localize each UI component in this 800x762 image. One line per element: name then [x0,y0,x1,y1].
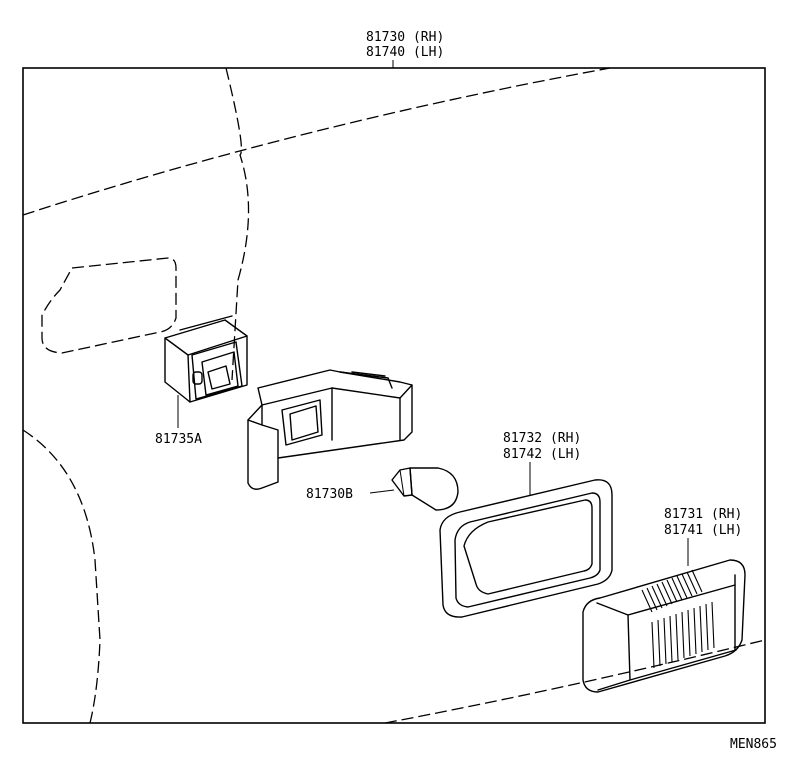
diagram-frame [22,67,766,724]
bulb-label: 81730B [306,487,353,502]
vehicle-body-outline [22,67,766,724]
assembly-label-rh: 81730 (RH) [366,30,444,45]
lens-label-rh: 81731 (RH) [664,507,742,522]
lens-part [582,559,746,693]
diagram-code: MEN865 [730,737,777,752]
lens-hatching [641,569,715,669]
assembly-label-lh: 81740 (LH) [366,45,444,60]
bulb-part [369,467,459,511]
gasket-part [439,479,613,618]
gasket-label-rh: 81732 (RH) [503,431,581,446]
bracket-part [247,369,413,490]
socket-part [164,315,248,428]
gasket-label-lh: 81742 (LH) [503,447,581,462]
socket-label: 81735A [155,432,202,447]
lens-label-lh: 81741 (LH) [664,523,742,538]
